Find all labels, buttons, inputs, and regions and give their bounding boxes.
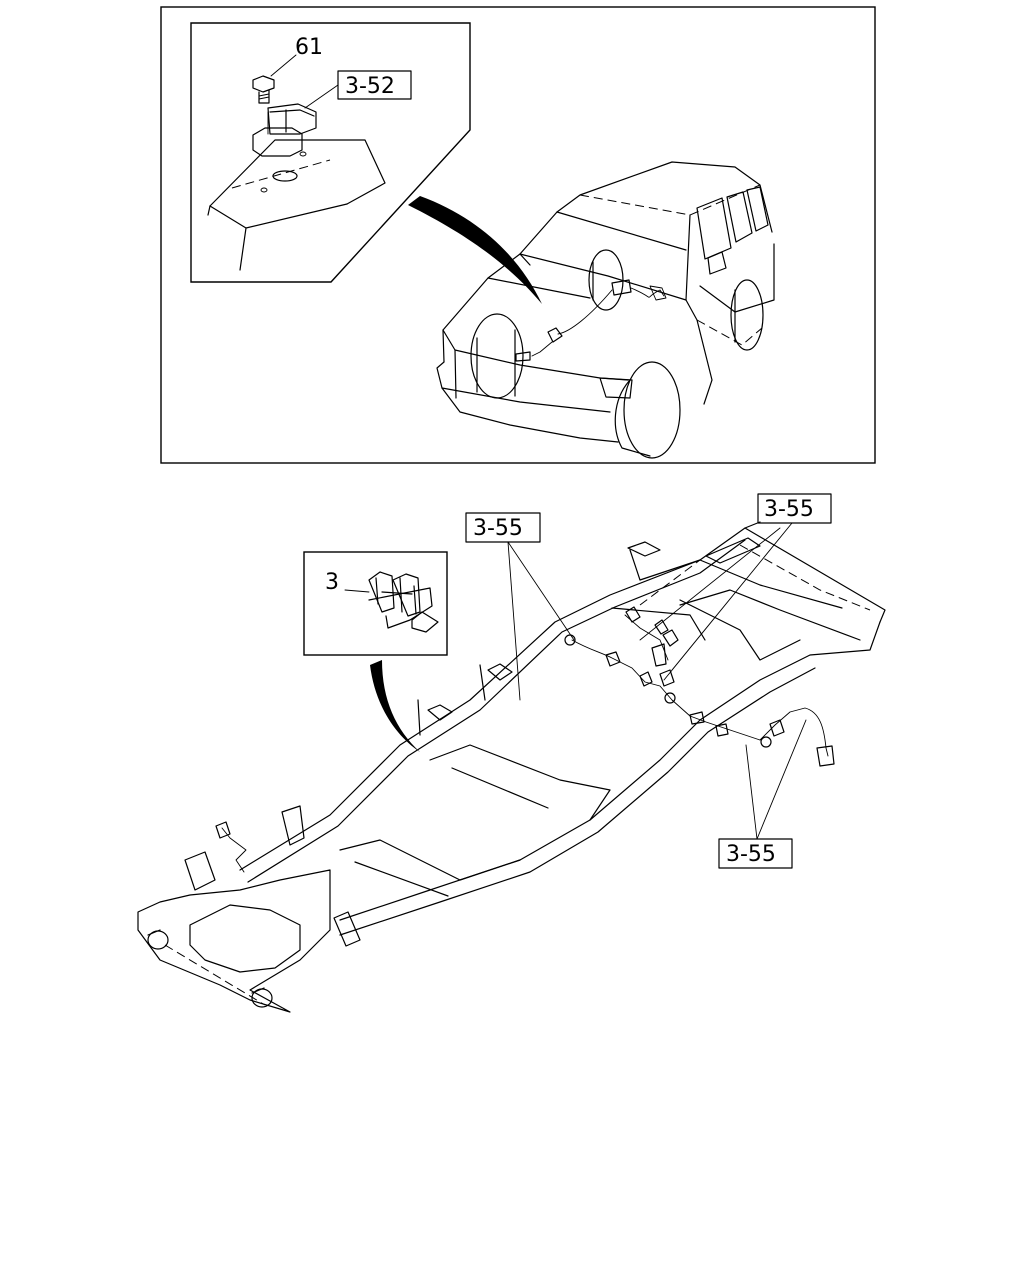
front-wheel — [623, 361, 681, 459]
callout-3: 3 — [325, 570, 339, 595]
vehicle-panel-frame — [160, 6, 876, 464]
leader-3 — [344, 589, 370, 593]
leader-3-55-c — [745, 719, 807, 840]
frame-rails — [137, 521, 886, 1013]
leader-3-55-b — [639, 522, 793, 681]
mount-hole — [272, 170, 298, 182]
tire-ghost — [588, 249, 624, 311]
pipe-fitting-1 — [564, 634, 576, 646]
pipe-clip-icon — [368, 571, 439, 633]
relay-inset: 61 3-52 — [190, 22, 471, 283]
pointer-arrow-relay — [408, 196, 542, 304]
pipe-fitting-2 — [760, 736, 772, 748]
brake-pipes — [215, 606, 835, 873]
relay-inset-frame — [190, 22, 471, 283]
front-crossmember-opening — [189, 904, 301, 973]
front-tire-ghost — [470, 313, 524, 399]
pointer-arrow-clip — [370, 660, 420, 752]
callout-3-55-b: 3-55 — [764, 497, 814, 522]
brake-hose-end-icon — [816, 745, 835, 767]
callout-3-55-c: 3-55 — [726, 842, 776, 867]
callout-61: 61 — [295, 35, 323, 60]
leader-61 — [270, 54, 297, 77]
callout-3-55-c-box — [718, 838, 793, 869]
callout-3-52: 3-52 — [345, 74, 395, 99]
mount-panel — [209, 139, 386, 207]
clip-inset: 3 — [303, 551, 448, 656]
vehicle-panel: 61 3-52 — [160, 6, 876, 464]
suv-drawing — [436, 161, 775, 459]
chassis-drawing: 3 3-55 3-55 3-55 — [137, 493, 886, 1013]
relay-unit — [252, 103, 317, 157]
leader-3-52 — [304, 84, 339, 109]
rear-wheel — [730, 279, 764, 351]
relay-location-icon — [611, 279, 632, 296]
clip-inset-frame — [303, 551, 448, 656]
callout-3-55-a: 3-55 — [473, 516, 523, 541]
sensor-icon — [547, 327, 563, 343]
callout-3-55-b-box — [757, 493, 832, 524]
bolt-61-icon — [252, 75, 275, 104]
pipe-bolt-icon — [651, 643, 667, 667]
callout-3-55-a-box — [465, 512, 541, 543]
leader-3-55-a — [507, 541, 575, 701]
